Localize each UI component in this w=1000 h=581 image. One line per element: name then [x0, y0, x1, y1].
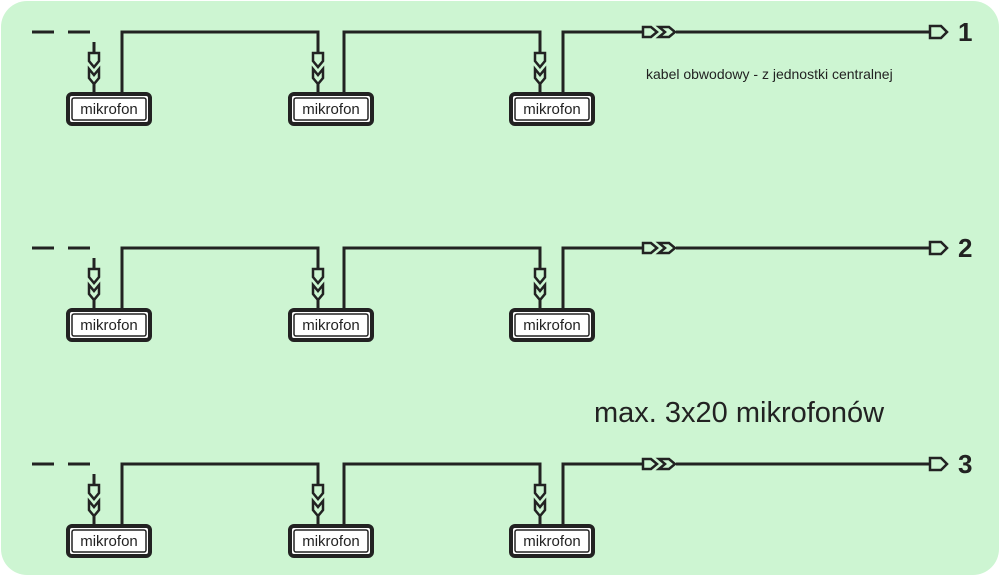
microphone-box-inner — [514, 97, 590, 121]
jack-icon — [533, 497, 547, 518]
line-number: 3 — [958, 449, 972, 479]
jack-icon — [311, 65, 325, 86]
connector-plug-icon — [641, 25, 659, 39]
microphone-box — [509, 308, 595, 342]
microphone-box — [288, 524, 374, 558]
connector-plug-icon — [641, 457, 659, 471]
cable-segment-2 — [342, 30, 542, 94]
cable-segment-1 — [120, 30, 320, 94]
capacity-caption: max. 3x20 mikrofonów — [594, 397, 885, 429]
jack-icon — [87, 65, 101, 86]
incoming-cable — [32, 462, 96, 484]
plug-icon — [533, 483, 547, 501]
connector-plug-icon — [641, 241, 659, 255]
cable-segment-3 — [561, 462, 642, 526]
jack-icon — [533, 65, 547, 86]
microphone-label: mikrofon — [302, 317, 360, 334]
line-number: 2 — [958, 233, 972, 263]
microphone-box — [66, 92, 152, 126]
line-2: 2 mikrofon mikrofon mikrofon — [32, 233, 972, 342]
jack-icon — [311, 281, 325, 302]
plug-icon — [533, 51, 547, 69]
microphone-1: mikrofon — [66, 51, 152, 126]
terminal-arrow-icon — [928, 240, 949, 256]
microphone-2: mikrofon — [288, 267, 374, 342]
incoming-cable — [32, 30, 96, 52]
plug-icon — [87, 51, 101, 69]
jack-icon — [533, 281, 547, 302]
microphone-2: mikrofon — [288, 483, 374, 558]
plug-icon — [533, 267, 547, 285]
microphone-box-inner — [71, 529, 147, 553]
plug-icon — [87, 483, 101, 501]
cable-segment-3 — [561, 246, 642, 310]
incoming-cable — [32, 246, 96, 268]
cable-segment-1 — [120, 246, 320, 310]
microphone-box-inner — [293, 313, 369, 337]
microphone-box-inner — [514, 313, 590, 337]
microphone-label: mikrofon — [80, 533, 138, 550]
microphone-label: mikrofon — [302, 533, 360, 550]
microphone-label: mikrofon — [523, 533, 581, 550]
microphone-box — [66, 524, 152, 558]
microphone-box-inner — [293, 529, 369, 553]
microphone-1: mikrofon — [66, 483, 152, 558]
microphone-box-inner — [514, 529, 590, 553]
microphone-3: mikrofon — [509, 267, 595, 342]
microphone-label: mikrofon — [302, 101, 360, 118]
cable-note: kabel obwodowy - z jednostki centralnej — [646, 66, 893, 82]
microphone-label: mikrofon — [523, 101, 581, 118]
jack-icon — [311, 497, 325, 518]
connector-socket-icon — [655, 25, 677, 39]
terminal-arrow-icon — [928, 24, 949, 40]
microphone-box — [66, 308, 152, 342]
microphone-box — [288, 92, 374, 126]
cable-segment-1 — [120, 462, 320, 526]
microphone-1: mikrofon — [66, 267, 152, 342]
microphone-3: mikrofon — [509, 51, 595, 126]
connector-socket-icon — [655, 457, 677, 471]
microphone-label: mikrofon — [80, 317, 138, 334]
terminal-arrow-icon — [928, 456, 949, 472]
line-3: 3 mikrofon mikrofon mikrofon — [32, 449, 972, 558]
microphone-box — [509, 92, 595, 126]
cable-segment-2 — [342, 246, 542, 310]
jack-icon — [87, 281, 101, 302]
microphone-label: mikrofon — [523, 317, 581, 334]
microphone-box-inner — [71, 97, 147, 121]
line-1: 1 mikrofon mikrofon mikrofon — [32, 17, 972, 126]
plug-icon — [311, 51, 325, 69]
microphone-box-inner — [293, 97, 369, 121]
microphone-lines: 1 mikrofon mikrofon mikrofon 2 mikrofon mikrof… — [32, 17, 972, 558]
microphone-3: mikrofon — [509, 483, 595, 558]
microphone-label: mikrofon — [80, 101, 138, 118]
plug-icon — [311, 483, 325, 501]
microphone-2: mikrofon — [288, 51, 374, 126]
plug-icon — [311, 267, 325, 285]
microphone-box-inner — [71, 313, 147, 337]
cable-segment-3 — [561, 30, 642, 94]
microphone-box — [509, 524, 595, 558]
cable-segment-2 — [342, 462, 542, 526]
jack-icon — [87, 497, 101, 518]
connector-socket-icon — [655, 241, 677, 255]
plug-icon — [87, 267, 101, 285]
microphone-box — [288, 308, 374, 342]
line-number: 1 — [958, 17, 972, 47]
